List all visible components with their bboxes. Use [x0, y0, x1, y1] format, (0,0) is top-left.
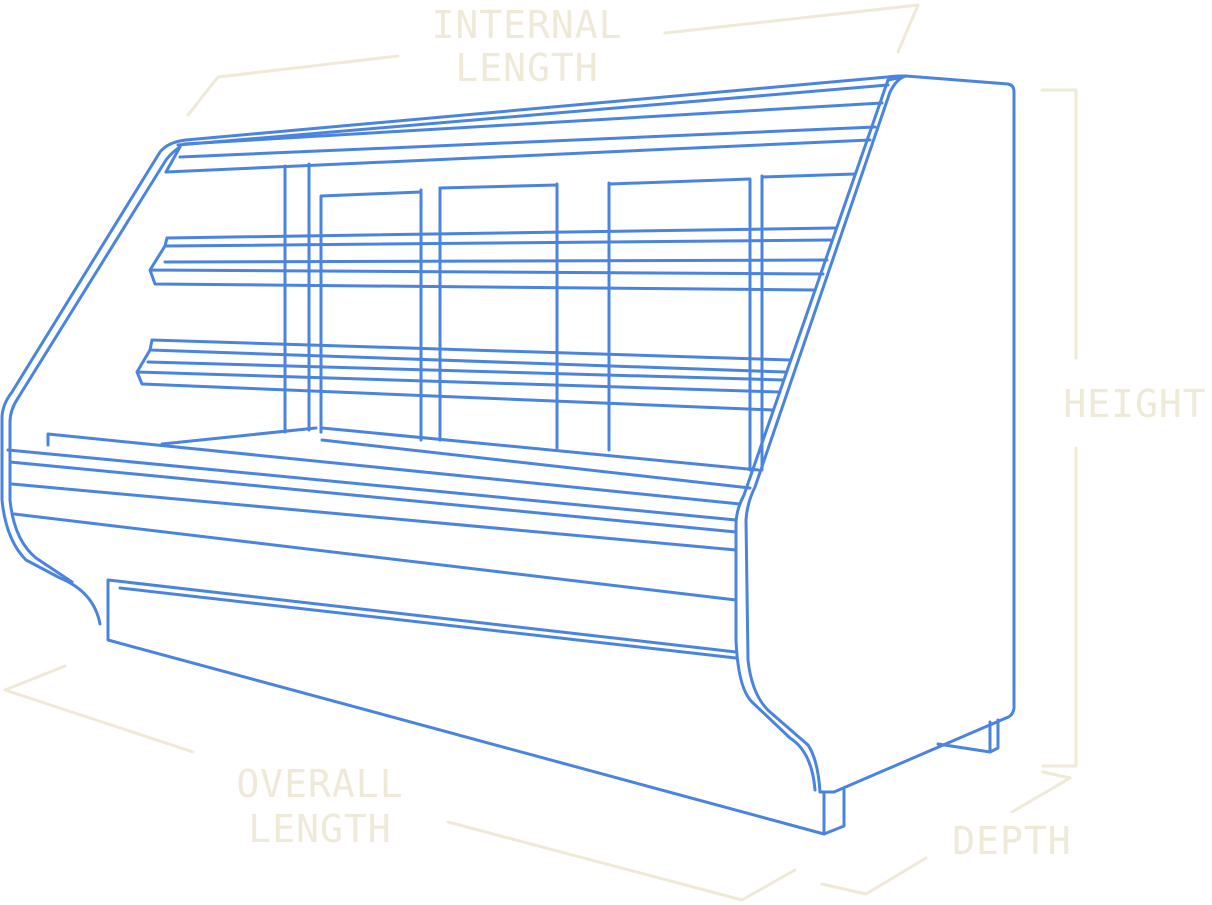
- back-panel-2: [438, 183, 559, 234]
- internal-length-guide-left: [186, 54, 400, 117]
- height-guide-top: [1040, 88, 1078, 360]
- overall-length-guide-left: [3, 664, 195, 754]
- base-kick-panel: [106, 578, 846, 836]
- height-guide-bottom: [1041, 446, 1078, 768]
- front-rail-1: [6, 448, 738, 522]
- deck-back-rail: [320, 438, 752, 490]
- dimension-labels: INTERNAL LENGTH HEIGHT OVERALL LENGTH DE…: [236, 3, 1206, 863]
- height-label: HEIGHT: [1063, 382, 1206, 426]
- base-kick-edge: [118, 586, 826, 836]
- lower-shelf-front: [135, 348, 785, 412]
- back-panel-3: [607, 177, 752, 232]
- end-panel-inner-edge: [734, 76, 900, 792]
- overall-length-label-line2: LENGTH: [248, 807, 391, 851]
- front-rail-4: [12, 512, 738, 602]
- internal-length-guide-right: [663, 3, 920, 54]
- front-rail-top: [46, 432, 742, 506]
- back-panel-4: [760, 172, 857, 179]
- upper-shelf-edge: [163, 238, 832, 248]
- canopy-lip: [164, 138, 872, 174]
- dimension-lines: [3, 3, 1078, 902]
- deck-back: [160, 426, 760, 472]
- internal-length-label-line1: INTERNAL: [431, 3, 622, 47]
- upper-shelf-front: [148, 236, 829, 292]
- internal-length-label-line2: LENGTH: [455, 46, 598, 90]
- overall-length-guide-right: [446, 820, 797, 902]
- depth-guide-top: [1010, 770, 1072, 814]
- canopy-bottom: [178, 125, 877, 159]
- back-post-2: [419, 186, 442, 442]
- depth-guide-bottom: [820, 856, 928, 896]
- overall-length-label-line1: OVERALL: [236, 762, 403, 806]
- left-frame-outer: [0, 138, 188, 626]
- back-post-4: [748, 174, 764, 472]
- depth-label: DEPTH: [952, 819, 1071, 863]
- left-frame-inner: [8, 145, 182, 584]
- lower-shelf-top: [150, 338, 792, 362]
- back-panel-lower: [319, 288, 442, 442]
- canopy-top: [184, 74, 908, 142]
- display-case: [0, 74, 1016, 836]
- right-foot: [936, 718, 1000, 754]
- end-panel: [744, 74, 1016, 794]
- back-post-3: [555, 181, 611, 452]
- canopy-front: [176, 83, 890, 147]
- front-rail-3: [10, 482, 738, 552]
- upper-shelf-top: [165, 226, 837, 240]
- back-post-1: [283, 162, 311, 434]
- canopy-back-edge: [182, 101, 884, 146]
- front-rail-2: [8, 460, 738, 534]
